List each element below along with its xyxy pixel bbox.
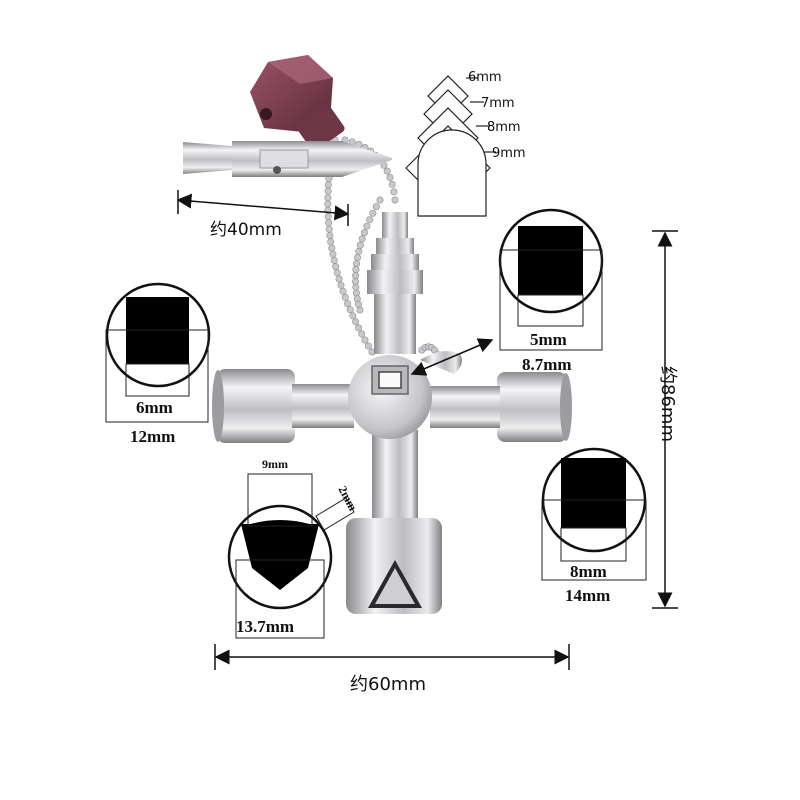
chain-bead bbox=[341, 293, 349, 301]
step-size-7: 7mm bbox=[481, 96, 515, 111]
chain-bead bbox=[383, 167, 391, 175]
callout-top-outer: 8.7mm bbox=[522, 355, 572, 374]
chain-bead bbox=[352, 283, 360, 291]
chain-bead bbox=[372, 203, 380, 211]
chain-bead bbox=[352, 266, 360, 274]
callout-left-inner: 6mm bbox=[136, 398, 173, 417]
chain-bead bbox=[335, 275, 343, 283]
chain-bead bbox=[329, 250, 337, 258]
chain-bead bbox=[324, 213, 332, 221]
chain-bead bbox=[324, 187, 332, 195]
chain-bead bbox=[352, 289, 360, 297]
chain-bead bbox=[369, 209, 377, 217]
bottom-arm bbox=[346, 430, 442, 614]
right-arm bbox=[430, 372, 572, 442]
chain-bead bbox=[325, 225, 333, 233]
dimension-40mm bbox=[176, 190, 350, 226]
chain-bead bbox=[330, 256, 338, 264]
chain-bead bbox=[351, 277, 359, 285]
chain-bead bbox=[332, 263, 340, 271]
step-size-9: 9mm bbox=[492, 146, 526, 161]
step-size-6: 6mm bbox=[468, 70, 502, 85]
chain-bead bbox=[324, 194, 332, 202]
chain-bead bbox=[324, 181, 332, 189]
chain-bead bbox=[364, 342, 372, 350]
chain-bead bbox=[391, 196, 399, 204]
screwdriver-bit bbox=[183, 141, 392, 177]
chain-bead bbox=[358, 330, 366, 338]
dimension-label-width: 约60mm bbox=[350, 674, 426, 695]
dimension-60mm bbox=[214, 644, 570, 670]
dimension-86mm bbox=[652, 230, 678, 609]
chain-bead bbox=[352, 272, 360, 280]
chain-bead bbox=[358, 235, 366, 243]
chain-bead bbox=[366, 216, 374, 224]
callout-square-5mm bbox=[410, 208, 604, 376]
dimension-label-height: 约86mm bbox=[657, 366, 678, 442]
chain-bead bbox=[361, 336, 369, 344]
callout-triangle-top: 9mm bbox=[262, 457, 288, 471]
step-size-8: 8mm bbox=[487, 120, 521, 135]
left-arm bbox=[212, 369, 354, 443]
chain-bead bbox=[324, 200, 332, 208]
hex-bit-holder bbox=[250, 55, 345, 151]
chain-bead bbox=[376, 196, 384, 204]
chain-bead bbox=[327, 238, 335, 246]
chain-bead bbox=[363, 222, 371, 230]
chain-bead bbox=[344, 300, 352, 308]
chain-bead bbox=[328, 244, 336, 252]
chain-bead bbox=[349, 312, 357, 320]
chain-bead bbox=[337, 281, 345, 289]
callout-triangle-outer: 13.7mm bbox=[236, 617, 295, 636]
callout-right-inner: 8mm bbox=[570, 562, 607, 581]
chain-bead bbox=[356, 241, 364, 249]
callout-left-outer: 12mm bbox=[130, 427, 176, 446]
chain-bead bbox=[386, 174, 394, 182]
chain-bead bbox=[390, 188, 398, 196]
chain-bead bbox=[339, 287, 347, 295]
chain-bead bbox=[356, 306, 364, 314]
chain-bead bbox=[326, 232, 334, 240]
chain-bead bbox=[352, 318, 360, 326]
chain-bead bbox=[346, 306, 354, 314]
callout-square-8mm bbox=[541, 447, 647, 581]
chain-bead bbox=[355, 247, 363, 255]
chain-bead bbox=[388, 180, 396, 188]
callout-square-6mm bbox=[105, 282, 211, 423]
dimension-label-screwdriver: 约40mm bbox=[210, 220, 282, 240]
callout-top-inner: 5mm bbox=[530, 330, 567, 349]
callout-right-outer: 14mm bbox=[565, 586, 611, 605]
step-key-profiles bbox=[405, 75, 496, 217]
chain-bead bbox=[360, 229, 368, 237]
chain-bead bbox=[333, 269, 341, 277]
chain-bead bbox=[352, 260, 360, 268]
step-key-shaft bbox=[367, 212, 423, 354]
chain-bead bbox=[355, 324, 363, 332]
callout-triangle bbox=[227, 473, 355, 639]
chain-bead bbox=[353, 254, 361, 262]
chain-bead bbox=[353, 295, 361, 303]
chain-bead bbox=[325, 219, 333, 227]
